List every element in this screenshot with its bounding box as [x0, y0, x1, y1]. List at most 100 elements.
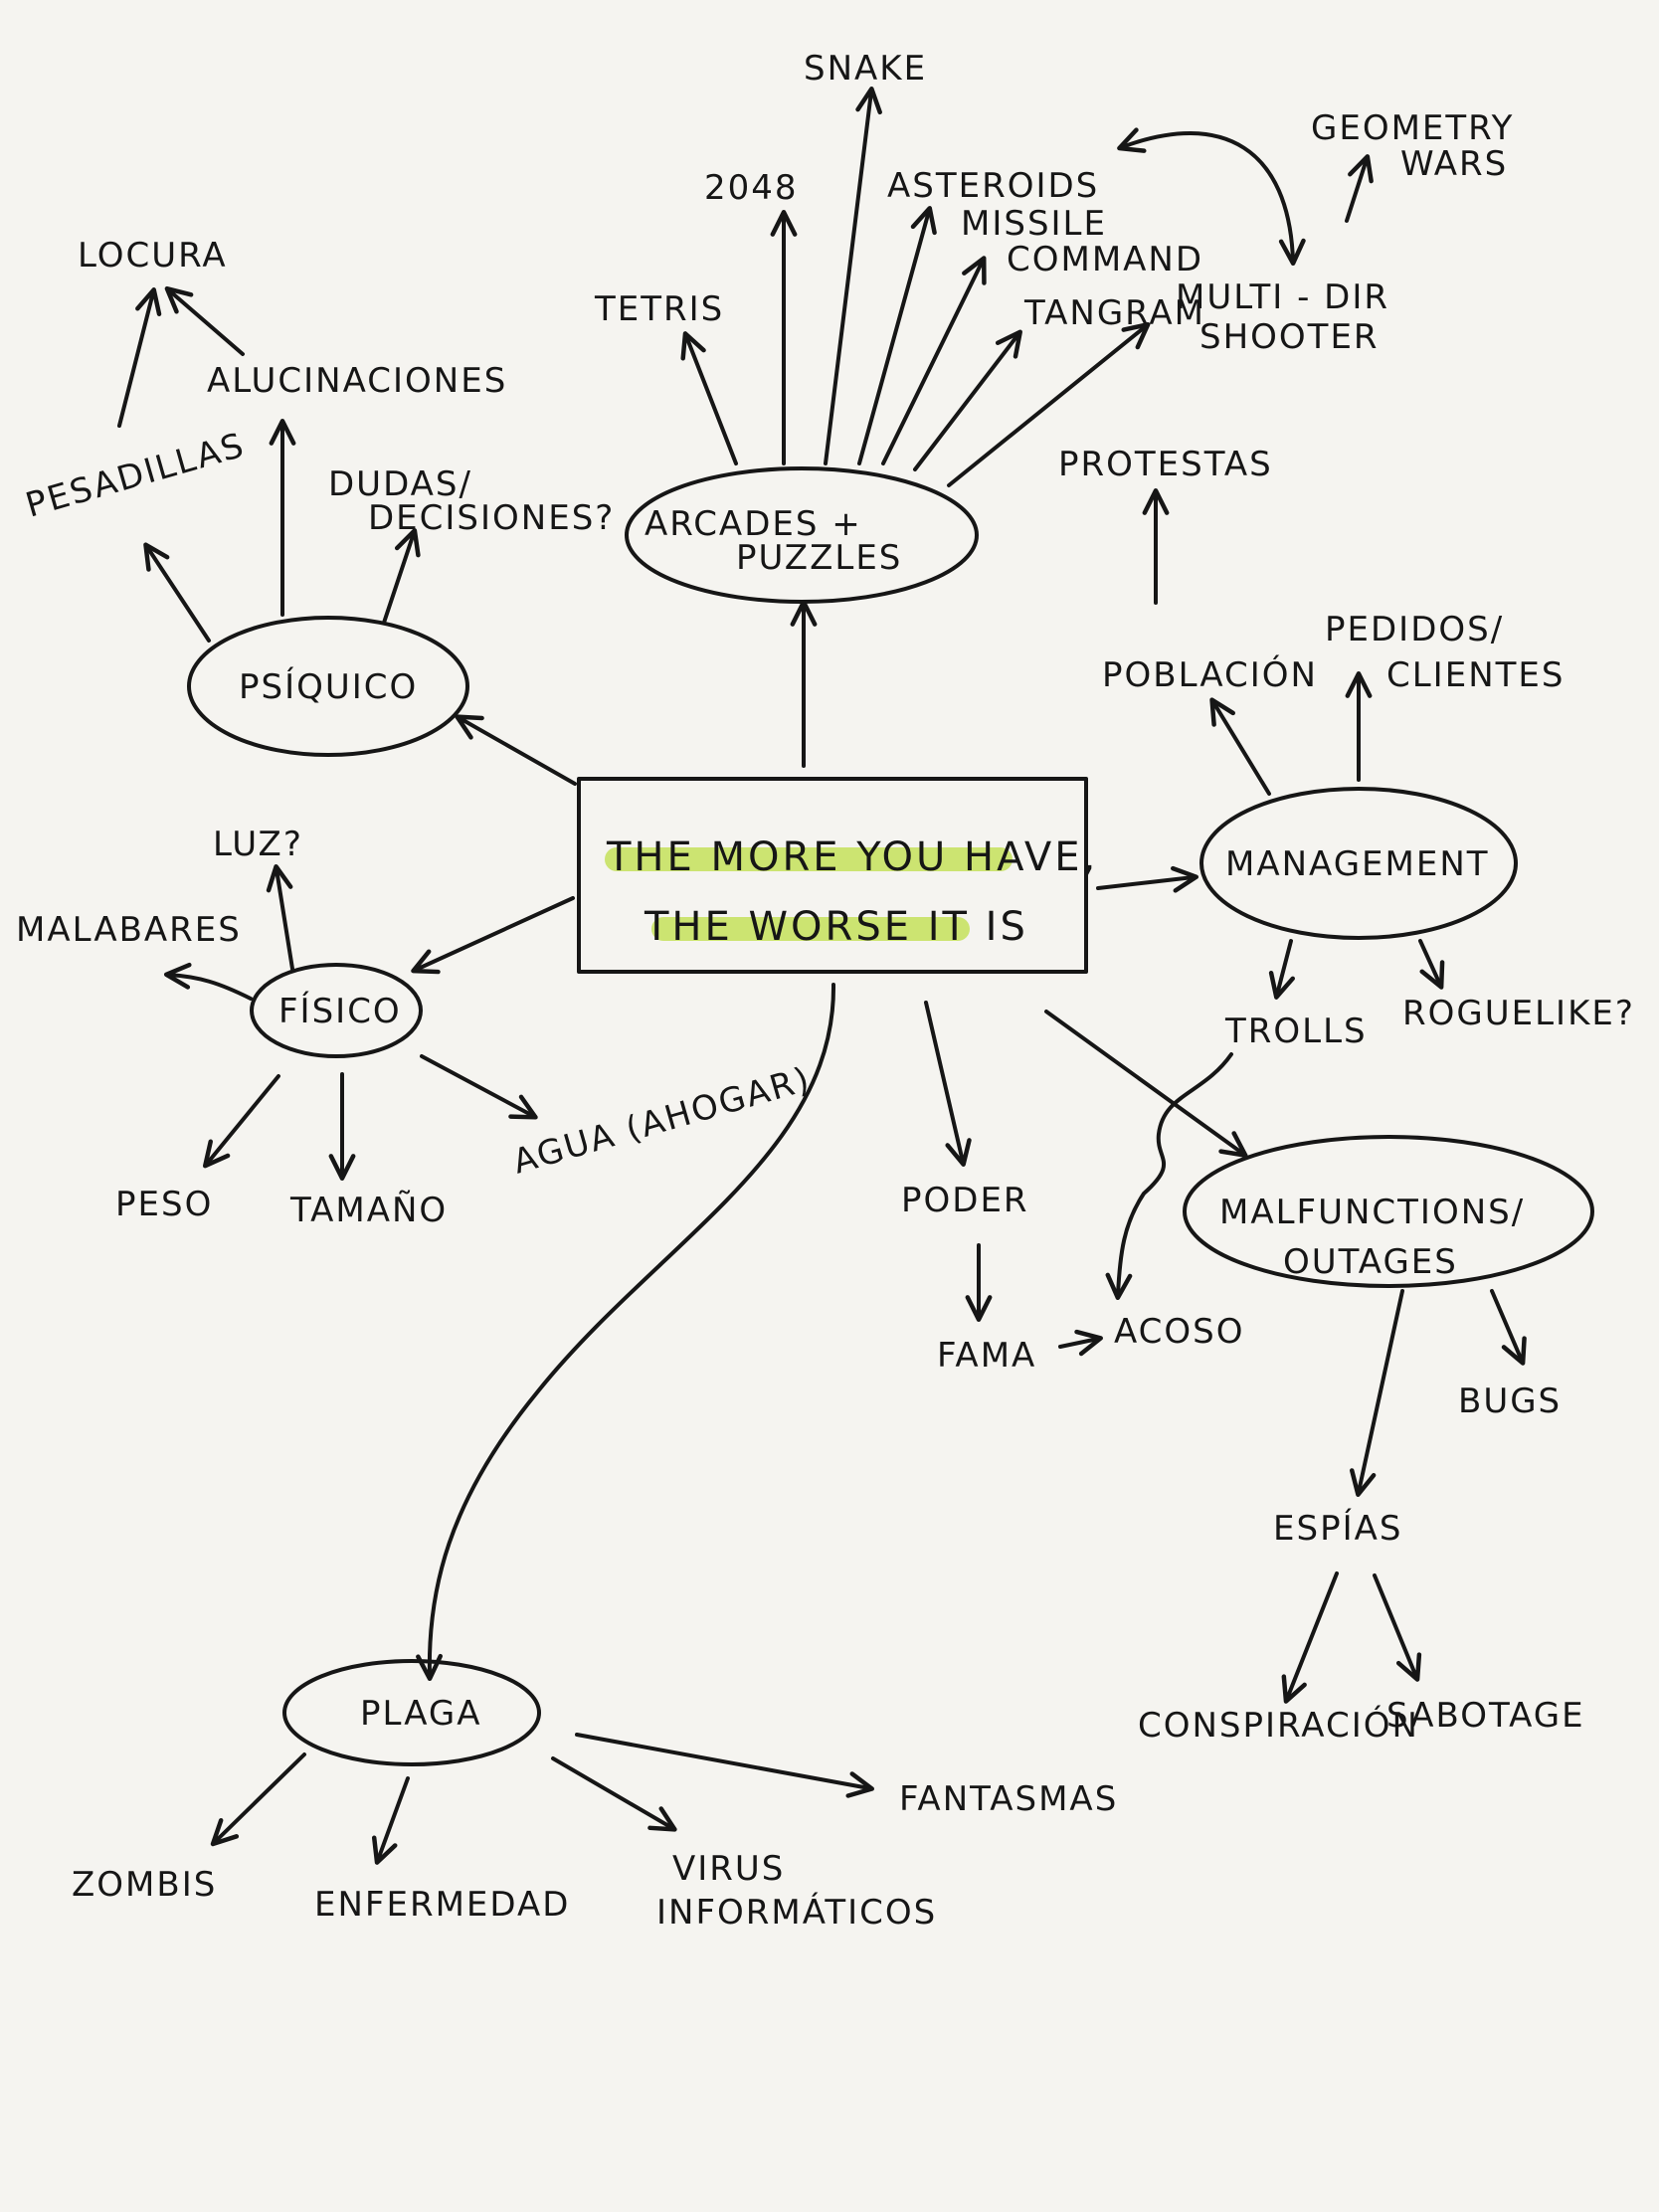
node-psiquico: PSÍQUICO: [187, 616, 469, 757]
leaf-poblacion: POBLACIÓN: [1102, 654, 1318, 695]
edge-fisico-luz: [266, 863, 294, 971]
leaf-espias: ESPÍAS: [1273, 1508, 1402, 1549]
node-plaga: PLAGA: [282, 1659, 541, 1766]
leaf-locura: LOCURA: [78, 236, 228, 276]
leaf-conspiracion: CONSPIRACIÓN: [1138, 1705, 1419, 1746]
node-management-ellipse: [1199, 787, 1518, 940]
connectors: [117, 86, 1527, 1865]
edge-center-psiquico: [455, 714, 577, 786]
leaf-snake: SNAKE: [804, 49, 927, 89]
center-highlight-2: [651, 917, 970, 941]
edge-alucinaciones-locura: [164, 285, 245, 356]
leaf-multidir-line-2: SHOOTER: [1199, 317, 1380, 357]
leaf-pedidos-line-2: CLIENTES: [1386, 655, 1565, 695]
edge-center-poder: [924, 1001, 972, 1167]
node-management: MANAGEMENT: [1199, 787, 1518, 940]
center-box-frame: [577, 777, 1088, 974]
leaf-roguelike: ROGUELIKE?: [1402, 994, 1635, 1033]
edge-arcades-missile: [881, 256, 987, 465]
leaf-zombis: ZOMBIS: [72, 1865, 217, 1905]
node-malfunctions-line-2: OUTAGES: [1283, 1242, 1458, 1282]
leaf-dudas-line-2: DECISIONES?: [368, 498, 615, 538]
edge-fisico-agua: [420, 1054, 538, 1120]
node-malfunctions-ellipse: [1183, 1135, 1594, 1288]
leaf-pesadillas: PESADILLAS: [21, 426, 249, 526]
node-arcades-line-2: PUZZLES: [736, 538, 902, 578]
node-fisico-label: FÍSICO: [278, 991, 402, 1031]
center-highlight-1: [605, 847, 1013, 871]
leaf-2048: 2048: [704, 168, 799, 208]
node-malfunctions-line-1: MALFUNCTIONS/: [1219, 1193, 1525, 1232]
edge-management-trolls: [1268, 939, 1296, 1000]
edge-arcades-asteroids: [857, 206, 937, 465]
leaf-tamano: TAMAÑO: [289, 1191, 448, 1230]
leaf-dudas-line-1: DUDAS/: [328, 464, 472, 504]
node-plaga-ellipse: [282, 1659, 541, 1766]
node-fisico-ellipse: [250, 963, 423, 1058]
leaf-virus-line-1: VIRUS: [672, 1849, 785, 1889]
leaf-luz: LUZ?: [213, 825, 303, 864]
leaf-trolls: TROLLS: [1224, 1012, 1368, 1051]
leaf-pedidos-line-1: PEDIDOS/: [1325, 610, 1504, 649]
leaf-missile-line-2: COMMAND: [1007, 240, 1203, 279]
leaf-geometry-line-1: GEOMETRY: [1311, 108, 1514, 148]
edge-psiquico-dudas: [382, 528, 421, 625]
leaf-multidir-line-1: MULTI - DIR: [1176, 277, 1389, 317]
edge-psiquico-pesadillas: [143, 542, 211, 643]
leaf-enfermedad: ENFERMEDAD: [314, 1885, 570, 1925]
leaf-protestas: PROTESTAS: [1058, 445, 1273, 484]
leaf-malabares: MALABARES: [16, 910, 242, 950]
leaf-fantasmas: FANTASMAS: [899, 1779, 1118, 1819]
node-plaga-label: PLAGA: [360, 1694, 482, 1734]
edge-fisico-peso: [202, 1074, 280, 1169]
node-arcades-line-1: ARCADES +: [645, 504, 862, 544]
edge-malfunctions-espias: [1349, 1289, 1404, 1497]
edge-center-management: [1096, 865, 1199, 893]
edge-multidir-geometry: [1345, 154, 1374, 223]
center-title-line-2: THE WORSE IT IS: [644, 904, 1028, 950]
leaf-fama: FAMA: [937, 1336, 1036, 1376]
edge-center-plaga: [416, 983, 836, 1682]
leaf-bugs: BUGS: [1458, 1382, 1562, 1421]
edge-plaga-enfermedad: [371, 1776, 410, 1865]
leaf-acoso: ACOSO: [1114, 1312, 1245, 1352]
edge-pesadillas-locura: [117, 287, 162, 428]
edge-center-malfunctions: [1044, 1010, 1248, 1158]
node-psiquico-ellipse: [187, 616, 469, 757]
edge-arcades-multidir: [947, 322, 1151, 487]
leaf-peso: PESO: [115, 1185, 213, 1224]
edge-espias-conspiracion: [1281, 1571, 1339, 1704]
leaf-poder: PODER: [901, 1181, 1029, 1220]
center-title-line-1: THE MORE YOU HAVE,: [606, 834, 1098, 880]
edge-malfunctions-bugs: [1490, 1289, 1527, 1366]
leaf-missile-line-1: MISSILE: [961, 204, 1107, 244]
edge-trolls-acoso: [1105, 1052, 1233, 1301]
edge-fama-acoso: [1058, 1329, 1103, 1357]
edge-plaga-virus: [551, 1756, 677, 1832]
leaf-tangram: TANGRAM: [1023, 293, 1205, 333]
edge-management-poblacion: [1209, 697, 1271, 796]
edge-arcades-snake: [824, 86, 882, 465]
edge-espias-sabotage: [1373, 1573, 1422, 1682]
leaf-alucinaciones: ALUCINACIONES: [207, 361, 507, 401]
node-fisico: FÍSICO: [250, 963, 423, 1058]
edge-plaga-fantasmas: [575, 1733, 874, 1798]
edge-plaga-zombis: [210, 1752, 306, 1847]
edge-center-fisico: [411, 896, 575, 975]
node-management-label: MANAGEMENT: [1225, 844, 1490, 884]
edge-fisico-malabares: [163, 962, 253, 1001]
node-malfunctions: MALFUNCTIONS/ OUTAGES: [1183, 1135, 1594, 1288]
leaf-agua: AGUA (AHOGAR): [508, 1059, 815, 1183]
node-psiquico-label: PSÍQUICO: [239, 666, 418, 707]
center-box: THE MORE YOU HAVE, THE WORSE IT IS: [577, 777, 1098, 974]
leaf-virus-line-2: INFORMÁTICOS: [656, 1892, 937, 1933]
leaf-asteroids: ASTEROIDS: [887, 166, 1099, 206]
leaf-sabotage: SABOTAGE: [1386, 1696, 1585, 1736]
node-arcades: ARCADES + PUZZLES: [625, 466, 979, 604]
edge-asteroids-multidir: [1117, 127, 1306, 267]
leaf-geometry-line-2: WARS: [1400, 144, 1508, 184]
edge-management-roguelike: [1418, 939, 1445, 990]
edge-arcades-tetris: [680, 331, 738, 465]
